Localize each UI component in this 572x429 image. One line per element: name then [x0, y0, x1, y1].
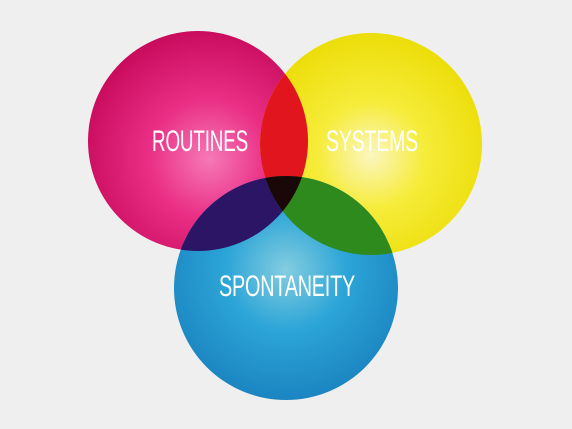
- routines-label: ROUTINES: [152, 125, 248, 158]
- systems-spontaneity-overlap: [260, 176, 398, 255]
- systems-label: SYSTEMS: [326, 125, 418, 158]
- spontaneity-label: SPONTANEITY: [219, 270, 355, 303]
- routines-spontaneity-overlap: [174, 176, 308, 251]
